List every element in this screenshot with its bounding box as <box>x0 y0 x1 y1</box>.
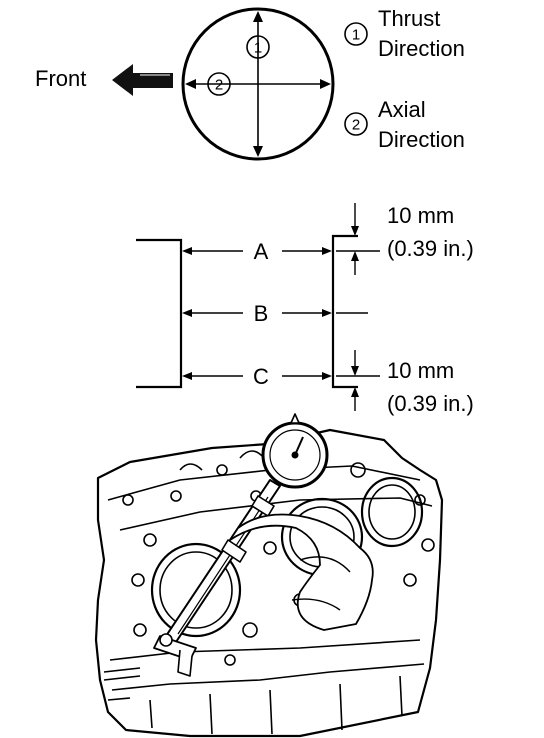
right-wall <box>331 234 358 389</box>
left-wall <box>136 238 183 389</box>
bottom-offset-imperial: (0.39 in.) <box>387 391 474 416</box>
legend: 1 Thrust Direction 2 Axial Direction <box>344 6 465 152</box>
axial-arrowhead-left <box>185 79 196 89</box>
measure-line-c <box>182 372 332 380</box>
svg-text:1: 1 <box>254 40 262 57</box>
hand-illustration <box>229 513 374 631</box>
top-offset-value: 10 mm <box>387 203 454 228</box>
front-arrow-icon <box>112 64 173 96</box>
position-c-label: C <box>253 364 269 389</box>
thrust-arrowhead-bottom <box>253 146 263 157</box>
svg-text:1: 1 <box>352 27 360 44</box>
cylinder-section: A B C 10 mm (0.39 in.) <box>136 203 474 416</box>
cylinder-bore-left <box>150 542 242 638</box>
position-b-label: B <box>254 301 269 326</box>
thrust-marker: 1 <box>246 35 270 59</box>
axial-marker: 2 <box>207 72 231 96</box>
position-a-label: A <box>254 239 269 264</box>
bottom-offset-dimension <box>336 350 380 411</box>
front-label: Front <box>35 66 86 91</box>
svg-text:Axial: Axial <box>378 97 426 122</box>
thrust-arrowhead-top <box>253 11 263 22</box>
svg-text:2: 2 <box>352 117 360 134</box>
svg-text:Direction: Direction <box>378 36 465 61</box>
bore-top-view: 1 2 Front <box>35 7 335 161</box>
svg-text:Direction: Direction <box>378 127 465 152</box>
top-offset-imperial: (0.39 in.) <box>387 236 474 261</box>
bottom-offset-value: 10 mm <box>387 358 454 383</box>
axial-arrowhead-right <box>320 79 331 89</box>
cylinder-bore-gauge <box>153 413 374 677</box>
svg-text:Thrust: Thrust <box>378 6 440 31</box>
svg-text:2: 2 <box>215 77 223 94</box>
measure-line-a <box>182 247 332 255</box>
legend-item-axial: 2 Axial Direction <box>344 97 465 152</box>
measure-line-b <box>182 309 368 317</box>
top-offset-dimension <box>336 203 380 275</box>
legend-item-thrust: 1 Thrust Direction <box>344 6 465 61</box>
bore-circle <box>181 7 335 161</box>
